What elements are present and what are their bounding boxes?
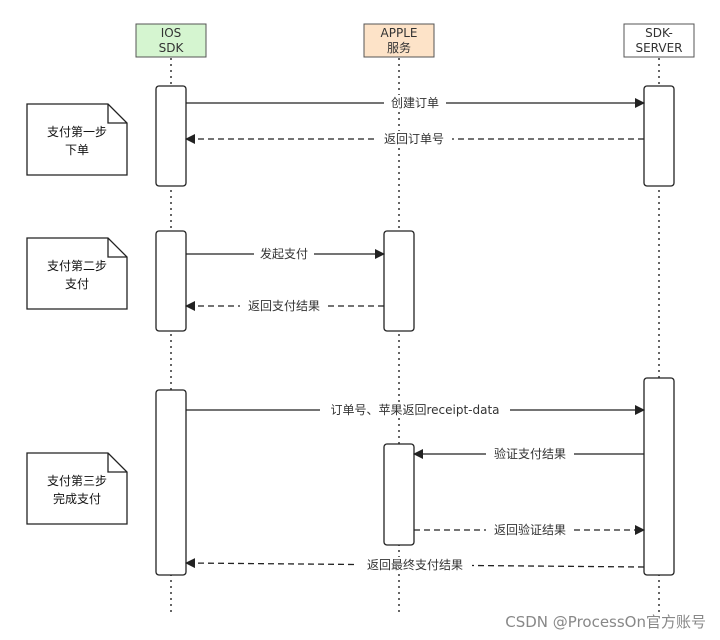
activation-ios-2 xyxy=(155,230,187,332)
note-step-3: 支付第三步 完成支付 xyxy=(26,452,128,525)
message-label: 返回订单号 xyxy=(384,132,444,146)
note-step-1: 支付第一步 下单 xyxy=(26,103,128,176)
label-bg xyxy=(486,446,574,462)
activation-apple-1 xyxy=(383,230,415,332)
label-bg xyxy=(320,402,510,418)
note-label-line1: 支付第三步 xyxy=(47,474,107,488)
participant-label-line1: IOS xyxy=(161,26,182,40)
watermark: CSDN @ProcessOn官方账号 xyxy=(505,613,706,631)
participant-label-line2: 服务 xyxy=(387,40,411,55)
label-bg xyxy=(358,557,472,573)
activations xyxy=(155,85,675,576)
note-fold xyxy=(107,453,127,473)
note-label-line2: 支付 xyxy=(65,277,89,291)
activation-ios-1 xyxy=(155,85,187,187)
participant-box xyxy=(363,23,435,58)
label-bg xyxy=(486,522,574,538)
message-label: 返回验证结果 xyxy=(494,522,566,537)
note-label-line2: 下单 xyxy=(65,143,89,157)
activation-ios-3 xyxy=(155,389,187,576)
note-fold xyxy=(107,104,127,124)
activation-apple-2 xyxy=(383,443,415,546)
note-step-2: 支付第二步 支付 xyxy=(26,237,128,310)
messages: 创建订单 返回订单号 发起支付 返回支付结果 订单号、苹果返回receipt-d… xyxy=(185,95,645,573)
activation-server-2 xyxy=(643,377,675,576)
participant-server: SDK- SERVER xyxy=(623,23,695,58)
message-label: 创建订单 xyxy=(391,96,439,110)
participant-label-line2: SERVER xyxy=(635,41,682,55)
label-bg xyxy=(254,246,314,262)
message-label: 发起支付 xyxy=(260,246,308,261)
activation-server-1 xyxy=(643,85,675,187)
label-bg xyxy=(240,298,328,314)
participant-apple: APPLE 服务 xyxy=(363,23,435,58)
participant-box xyxy=(623,23,695,58)
message-label: 返回支付结果 xyxy=(248,299,320,313)
note-shape xyxy=(26,452,128,525)
participant-ios: IOS SDK xyxy=(135,23,207,58)
message-label: 返回最终支付结果 xyxy=(367,557,463,572)
note-fold xyxy=(107,238,127,258)
note-shape xyxy=(26,237,128,310)
participant-box xyxy=(135,23,207,58)
note-label-line1: 支付第二步 xyxy=(47,259,107,273)
message-label: 订单号、苹果返回receipt-data xyxy=(330,403,499,417)
note-shape xyxy=(26,103,128,176)
participant-label-line2: SDK xyxy=(159,41,185,55)
message-label: 验证支付结果 xyxy=(494,446,566,461)
participant-label-line1: APPLE xyxy=(381,26,418,40)
message-arrow xyxy=(185,558,645,569)
label-bg xyxy=(384,95,446,111)
note-label-line2: 完成支付 xyxy=(53,491,101,506)
label-bg xyxy=(376,131,452,147)
note-label-line1: 支付第一步 xyxy=(47,125,107,139)
participant-label-line1: SDK- xyxy=(645,26,673,40)
